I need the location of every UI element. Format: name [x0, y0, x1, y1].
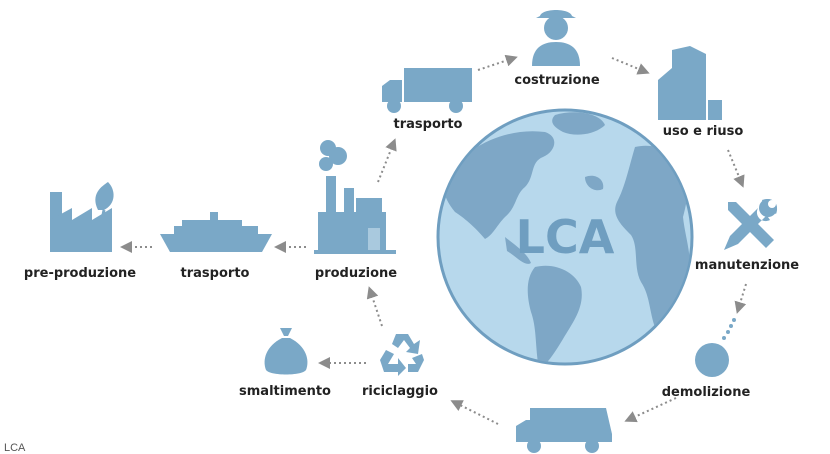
factory-leaf-icon — [50, 182, 114, 252]
recycle-icon — [380, 334, 424, 376]
globe-label: LCA — [516, 210, 615, 264]
building-icon — [658, 46, 722, 120]
stage-label-trasporto-ship: trasporto — [180, 266, 250, 281]
stage-label-manutenzione: manutenzione — [694, 258, 800, 273]
stage-label-riciclaggio: riciclaggio — [362, 384, 438, 399]
caption-text: LCA — [4, 442, 26, 454]
stage-label-uso-e-riuso: uso e riuso — [662, 124, 744, 139]
worker-icon — [532, 10, 580, 66]
tools-icon — [724, 198, 778, 250]
stage-label-costruzione: costruzione — [514, 73, 600, 88]
globe-icon: LCA — [436, 108, 694, 366]
cargo-ship-icon — [160, 212, 272, 252]
stage-label-trasporto-truck: trasporto — [393, 117, 463, 132]
arrow-demolizione-to-dumptruck — [624, 397, 677, 423]
stage-label-produzione: produzione — [314, 266, 398, 281]
stage-label-pre-produzione: pre-produzione — [23, 266, 137, 281]
arrow-manutenzione-to-demolizione — [734, 283, 747, 314]
truck-icon — [382, 68, 472, 113]
dump-truck-icon — [516, 408, 612, 453]
stage-label-demolizione: demolizione — [661, 385, 751, 400]
wrecking-ball-icon — [695, 318, 736, 377]
arrow-costruzione-to-uso — [611, 57, 650, 75]
stage-label-smaltimento: smaltimento — [239, 384, 331, 399]
arrow-produzione-to-truck — [377, 138, 397, 183]
arrow-dumptruck-to-riciclaggio — [450, 400, 499, 425]
arrow-uso-to-manutenzione — [727, 149, 745, 188]
arrow-truck-to-costruzione — [477, 54, 518, 71]
arrow-riciclaggio-to-produzione — [366, 286, 383, 327]
factory-smoke-icon — [314, 140, 396, 254]
garbage-bag-icon — [264, 328, 308, 375]
